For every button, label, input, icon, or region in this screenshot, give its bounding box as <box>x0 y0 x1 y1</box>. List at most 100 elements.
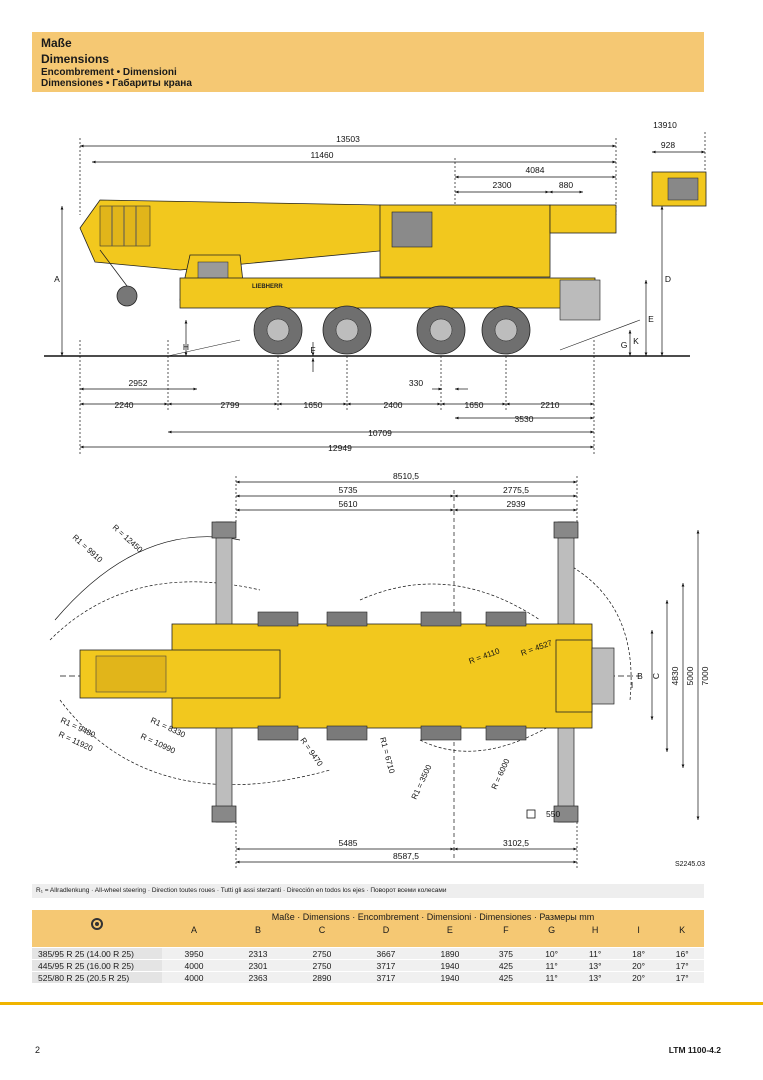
cell-c: 2750 <box>289 947 354 960</box>
cell-d: 3717 <box>353 971 418 983</box>
letter-g: G <box>621 340 628 350</box>
dim-330: 330 <box>409 378 423 388</box>
dim-13910: 13910 <box>653 120 677 130</box>
cell-c: 2890 <box>289 971 354 983</box>
radius-10990: R = 10990 <box>139 732 177 756</box>
letter-k: K <box>633 336 639 346</box>
table-caption: Maße · Dimensions · Encombrement · Dimen… <box>162 910 704 923</box>
dim-1650-b: 1650 <box>465 400 484 410</box>
model-name: LTM 1100-4.2 <box>668 1045 721 1055</box>
cell-g: 10° <box>529 947 574 960</box>
dim-2939: 2939 <box>507 499 526 509</box>
cell-k: 17° <box>660 959 704 972</box>
dim-5485: 5485 <box>339 838 358 848</box>
dimension-drawings: LIEBHERR 13503 11460 4084 2300 880 13910… <box>44 120 710 868</box>
cell-g: 11° <box>529 959 574 972</box>
radius-r1-6710: R1 = 6710 <box>378 736 396 775</box>
column-header-e: E <box>417 923 482 937</box>
dim-4084: 4084 <box>526 165 545 175</box>
cell-h: 11° <box>573 947 617 960</box>
top-dimension-labels: 8510,5 5735 2775,5 5610 2939 5485 3102,5… <box>339 471 710 868</box>
letter-b: B <box>637 671 643 681</box>
dim-3530: 3530 <box>515 414 534 424</box>
cell-f: 375 <box>481 947 530 960</box>
dim-880: 880 <box>559 180 573 190</box>
letter-d: D <box>665 274 671 284</box>
cell-c: 2750 <box>289 959 354 972</box>
cell-h: 13° <box>573 959 617 972</box>
dimensions-table: Maße · Dimensions · Encombrement · Dimen… <box>32 910 704 983</box>
tyre-size: 525/80 R 25 (20.5 R 25) <box>32 971 162 983</box>
cell-d: 3717 <box>353 959 418 972</box>
cell-b: 2313 <box>225 947 290 960</box>
dim-8510-5: 8510,5 <box>393 471 419 481</box>
dim-2240: 2240 <box>115 400 134 410</box>
column-header-d: D <box>353 923 418 937</box>
letter-a: A <box>54 274 60 284</box>
cell-k: 17° <box>660 971 704 983</box>
cell-f: 425 <box>481 971 530 983</box>
subtitle-es-ru: Dimensiones • Габариты крана <box>41 78 192 89</box>
dim-4830: 4830 <box>670 666 680 685</box>
letter-e: E <box>648 314 654 324</box>
dim-10709: 10709 <box>368 428 392 438</box>
cell-b: 2363 <box>225 971 290 983</box>
column-header-k: K <box>660 923 704 937</box>
steering-legend: R₁ = Allradlenkung · All-wheel steering … <box>32 884 704 898</box>
column-header-i: I <box>616 923 661 937</box>
radius-r1-3500: R1 = 3500 <box>410 763 434 801</box>
side-view <box>44 132 706 455</box>
dim-1650-a: 1650 <box>304 400 323 410</box>
letter-f: F <box>310 345 315 355</box>
radius-9470: R = 9470 <box>298 736 324 768</box>
tyre-size: 385/95 R 25 (14.00 R 25) <box>32 947 162 960</box>
crane-side-illustration: LIEBHERR <box>79 171 707 357</box>
dim-928: 928 <box>661 140 675 150</box>
dim-2952: 2952 <box>129 378 148 388</box>
dim-2400: 2400 <box>384 400 403 410</box>
dim-12949: 12949 <box>328 443 352 453</box>
cell-e: 1940 <box>417 971 482 983</box>
dim-550: 550 <box>546 809 560 819</box>
cell-d: 3667 <box>353 947 418 960</box>
dim-5000: 5000 <box>685 666 695 685</box>
cell-a: 4000 <box>162 959 226 972</box>
drawing-code: S2245.03 <box>675 861 705 868</box>
radius-6000: R = 6000 <box>490 757 512 791</box>
cell-i: 18° <box>616 947 661 960</box>
cell-h: 13° <box>573 971 617 983</box>
letter-h: H <box>183 342 189 352</box>
column-header-c: C <box>289 923 354 937</box>
tyre-size: 445/95 R 25 (16.00 R 25) <box>32 959 162 972</box>
letter-i: I <box>631 680 633 690</box>
cell-i: 20° <box>616 959 661 972</box>
cell-b: 2301 <box>225 959 290 972</box>
dim-2775-5: 2775,5 <box>503 485 529 495</box>
cell-a: 3950 <box>162 947 226 960</box>
dim-13503: 13503 <box>336 134 360 144</box>
column-header-f: F <box>481 923 530 937</box>
dim-5610: 5610 <box>339 499 358 509</box>
dim-8587-5: 8587,5 <box>393 851 419 861</box>
cell-a: 4000 <box>162 971 226 983</box>
dim-2210: 2210 <box>541 400 560 410</box>
dim-5735: 5735 <box>339 485 358 495</box>
bottom-rule <box>0 1002 763 1005</box>
cell-e: 1940 <box>417 959 482 972</box>
column-header-a: A <box>162 923 226 937</box>
dim-2799: 2799 <box>221 400 240 410</box>
column-header-b: B <box>225 923 290 937</box>
cell-k: 16° <box>660 947 704 960</box>
crane-top-illustration <box>79 521 615 823</box>
dim-3102-5: 3102,5 <box>503 838 529 848</box>
cell-i: 20° <box>616 971 661 983</box>
cell-f: 425 <box>481 959 530 972</box>
column-header-h: H <box>573 923 617 937</box>
tyre-column-header <box>32 910 162 937</box>
radius-12450: R = 12450 <box>111 523 145 555</box>
